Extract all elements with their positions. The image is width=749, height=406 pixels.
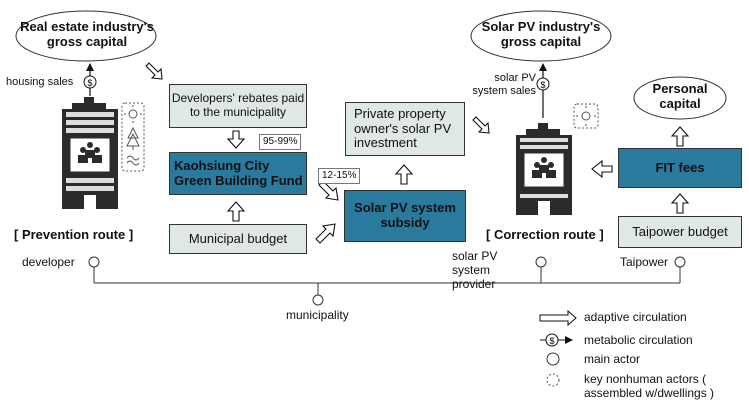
private-investment-box: Private property owner's solar PV invest… (345, 102, 465, 156)
solar-sales-label: solar PV system sales (472, 72, 536, 97)
real-estate-ellipse (15, 10, 157, 62)
municipal-budget-box: Municipal budget (169, 224, 307, 254)
developer-actor-node (88, 256, 100, 268)
svg-text:$: $ (549, 336, 554, 346)
arrow-fit-to-personal (670, 126, 690, 147)
correction-route-label: [ Correction route ] (486, 227, 604, 242)
adaptive-arrows (226, 126, 690, 244)
thin-diagonal-arrows (145, 62, 490, 134)
taipower-label: Taipower (620, 255, 669, 269)
correction-nonhuman-actors (573, 103, 599, 129)
prevention-nonhuman-actors (121, 102, 145, 172)
personal-ellipse (633, 76, 727, 120)
pct-95-99-tag: 95-99% (259, 134, 302, 150)
solar-sales-metabolic-arrow: $ (536, 63, 550, 118)
arrow-taipower-to-fit (670, 193, 690, 214)
provider-label: solar PV system provider (452, 249, 498, 291)
legend-adaptive-label: adaptive circulation (584, 310, 687, 324)
solar-ellipse (470, 10, 612, 62)
housing-sales-metabolic-arrow: $ (83, 63, 97, 96)
housing-sales-label: housing sales (6, 76, 74, 88)
arrow-subsidy-to-investment (394, 164, 414, 185)
arrow-budget-to-fund (226, 201, 246, 222)
prevention-route-label: [ Prevention route ] (14, 227, 134, 242)
fit-fees-box: FIT fees (618, 148, 742, 188)
arrow-budget-to-subsidy (315, 223, 336, 244)
solar-subsidy-box: Solar PV system subsidy (344, 190, 466, 242)
legend-nonhuman-label: key nonhuman actors ( assembled w/dwelli… (584, 372, 715, 400)
actor-network (93, 266, 681, 296)
svg-text:$: $ (540, 80, 545, 90)
taipower-actor-node (674, 256, 686, 268)
legend-metabolic-label: metabolic circulation (584, 333, 693, 347)
municipality-actor-node (312, 294, 324, 306)
provider-actor-node (535, 256, 547, 268)
correction-building (516, 123, 572, 215)
taipower-budget-box: Taipower budget (618, 216, 742, 248)
developer-label: developer (22, 255, 75, 269)
arrow-rebates-to-fund (226, 130, 246, 149)
municipality-label: municipality (286, 308, 349, 322)
legend-icons: $ (539, 309, 577, 387)
real-estate-capital-label: Real estate industry's gross capital (20, 19, 154, 49)
arrow-investment-to-correction (472, 116, 490, 134)
legend-actor-label: main actor (584, 352, 641, 366)
arrow-to-rebates (145, 62, 163, 80)
legend-actor-icon (546, 352, 560, 366)
green-fund-box: Kaohsiung City Green Building Fund (169, 152, 307, 195)
developers-rebates-box: Developers' rebates paid to the municipa… (169, 84, 307, 128)
pct-12-15-tag: 12-15% (318, 168, 361, 184)
legend-nonhuman-icon (546, 373, 560, 387)
solar-capital-label: Solar PV industry's gross capital (481, 19, 601, 49)
prevention-building (62, 97, 118, 209)
personal-capital-label: Personal capital (652, 81, 708, 111)
svg-text:$: $ (87, 78, 92, 88)
arrow-fit-to-building (591, 159, 613, 179)
legend-adaptive-icon (539, 309, 577, 327)
